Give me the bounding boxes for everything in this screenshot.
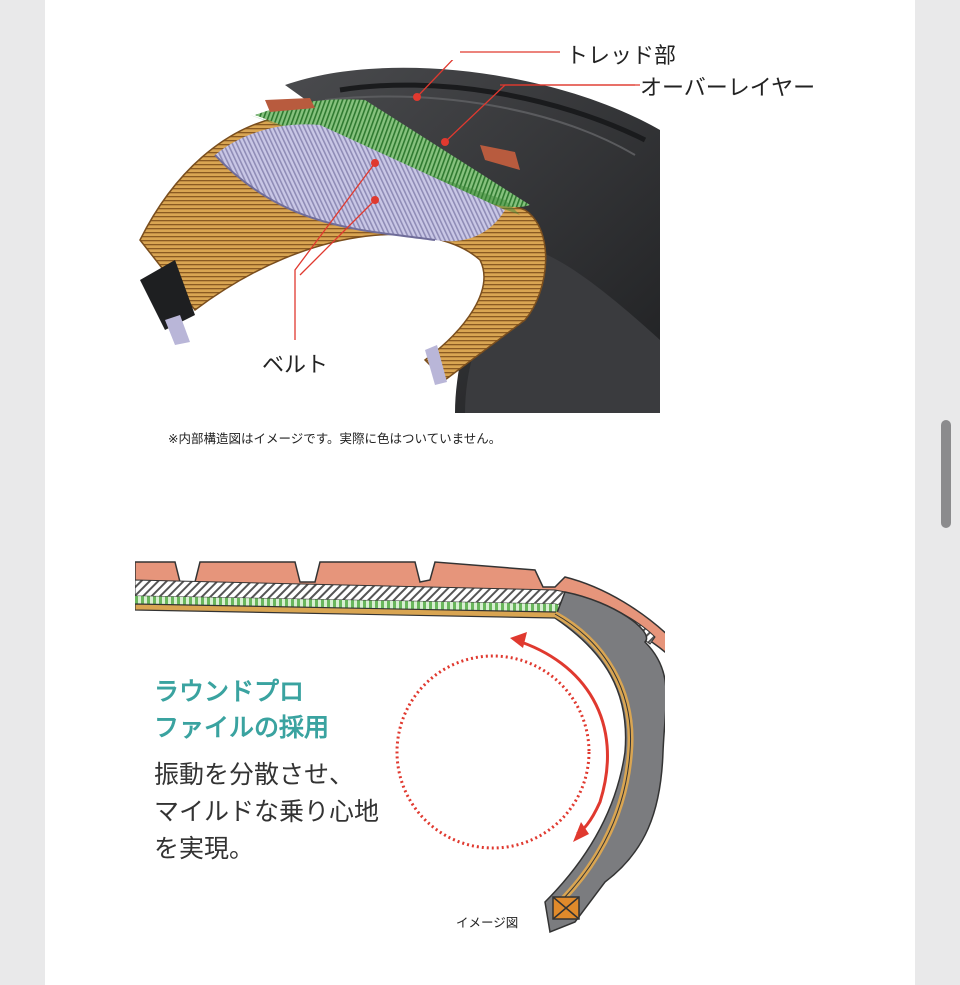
profile-description-line1: 振動を分散させ、 [154, 760, 355, 789]
label-overlayer: オーバーレイヤー [640, 76, 816, 101]
profile-cross-section-illustration [135, 561, 665, 934]
label-belt: ベルト [262, 353, 329, 378]
tire-label-leaders [460, 51, 635, 86]
image-caption: イメージ図 [456, 915, 519, 930]
label-tread: トレッド部 [566, 44, 677, 69]
profile-heading-line1: ラウンドプロ [154, 677, 305, 706]
leader-dots [371, 93, 449, 204]
page-scrollbar[interactable] [941, 420, 951, 528]
profile-description-line3: を実現。 [154, 834, 255, 863]
profile-heading-line2: ファイルの採用 [154, 713, 330, 742]
structure-note: ※内部構造図はイメージです。実際に色はついていません。 [168, 431, 502, 446]
tire-cutaway-illustration [139, 60, 660, 413]
profile-description: 振動を分散させ、 マイルドな乗り心地 を実現。 [154, 756, 379, 867]
profile-heading: ラウンドプロ ファイルの採用 [154, 674, 329, 746]
profile-description-line2: マイルドな乗り心地 [154, 797, 380, 826]
